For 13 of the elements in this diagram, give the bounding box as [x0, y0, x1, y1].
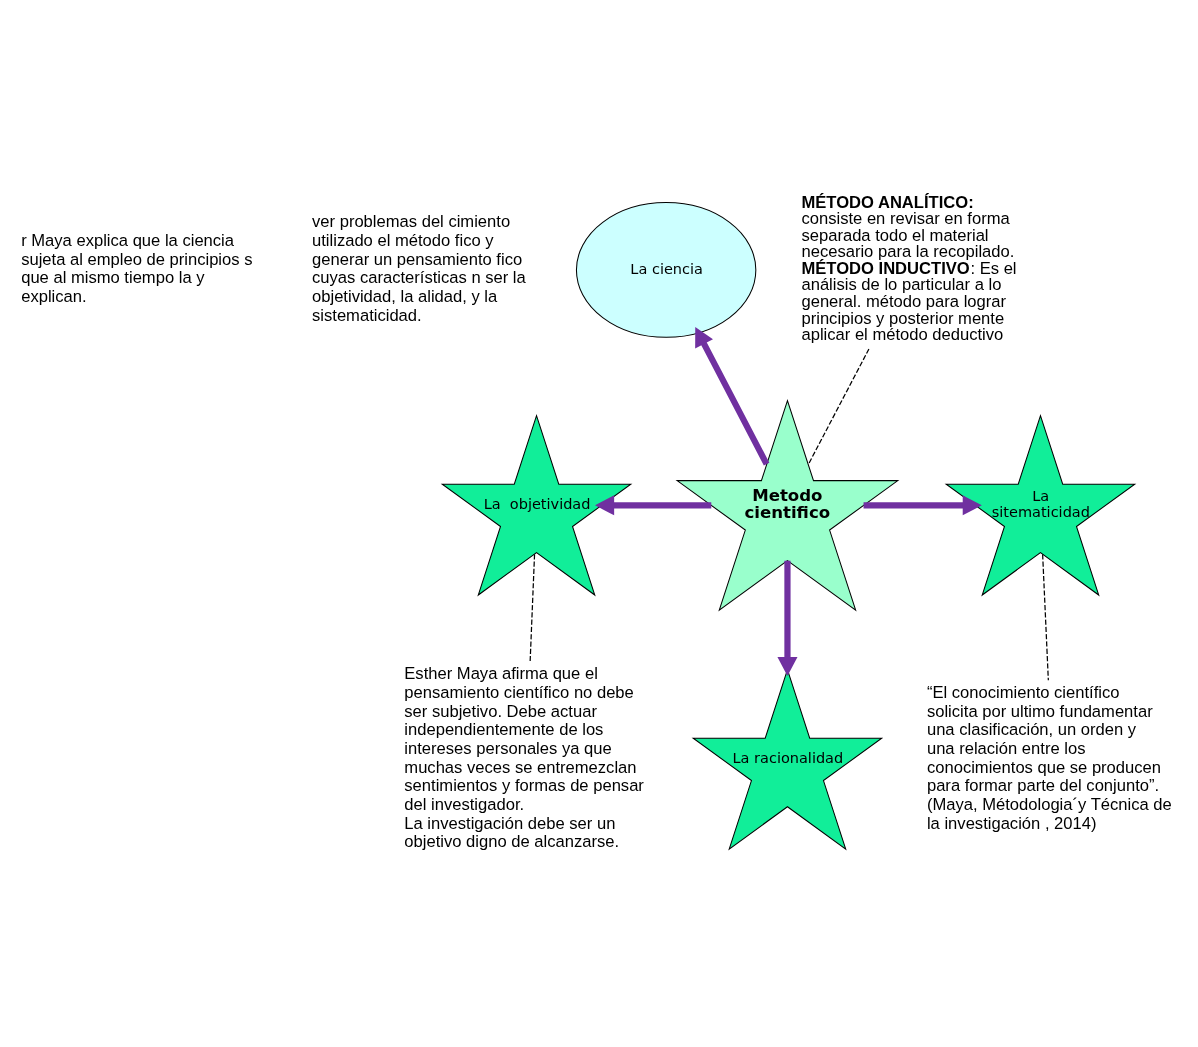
arrow — [695, 326, 770, 466]
arrow — [777, 560, 798, 676]
node-text: MÉTODO ANALÍTICO: consiste en revisar en forma separada todo el material necesario para la recopilado. MÉTODO INDUCTIVO: Es el análisis de lo particular a lo general. método para lograr principios y posterior mente aplicar el método deductivo — [801, 192, 1017, 344]
label: r Maya explica que la ciencia sujeta al empleo de principios s que al mismo tiempo la y explican. — [21, 230, 253, 306]
arrow — [863, 494, 982, 515]
connector — [529, 553, 536, 662]
node-text: “El conocimiento científico solicita por ultimo fundamentar una clasificación, un orden y una relación entre los conocimientos que se producen para formar parte del conjunto”. (Maya, Métodologia´y Técnica de la investigación , 2014) — [926, 682, 1172, 833]
node-ellipse: La ciencia — [575, 201, 757, 338]
connector — [1042, 553, 1049, 681]
node-text: Esther Maya afirma que el pensamiento científico no debe ser subjetivo. Debe actuar independientemente de los intereses personales ya que muchas veces se entremezclan sentimientos y formas de pensar del investigador. La investigación debe ser un objetivo digno de alcanzarse. — [404, 663, 644, 851]
label: ver problemas del cimiento utilizado el método fico y generar un pensamiento fico cuyas características n ser la objetividad, la alidad, y la sistematicidad. — [312, 211, 526, 325]
arrow — [595, 494, 712, 515]
connector — [807, 347, 870, 465]
